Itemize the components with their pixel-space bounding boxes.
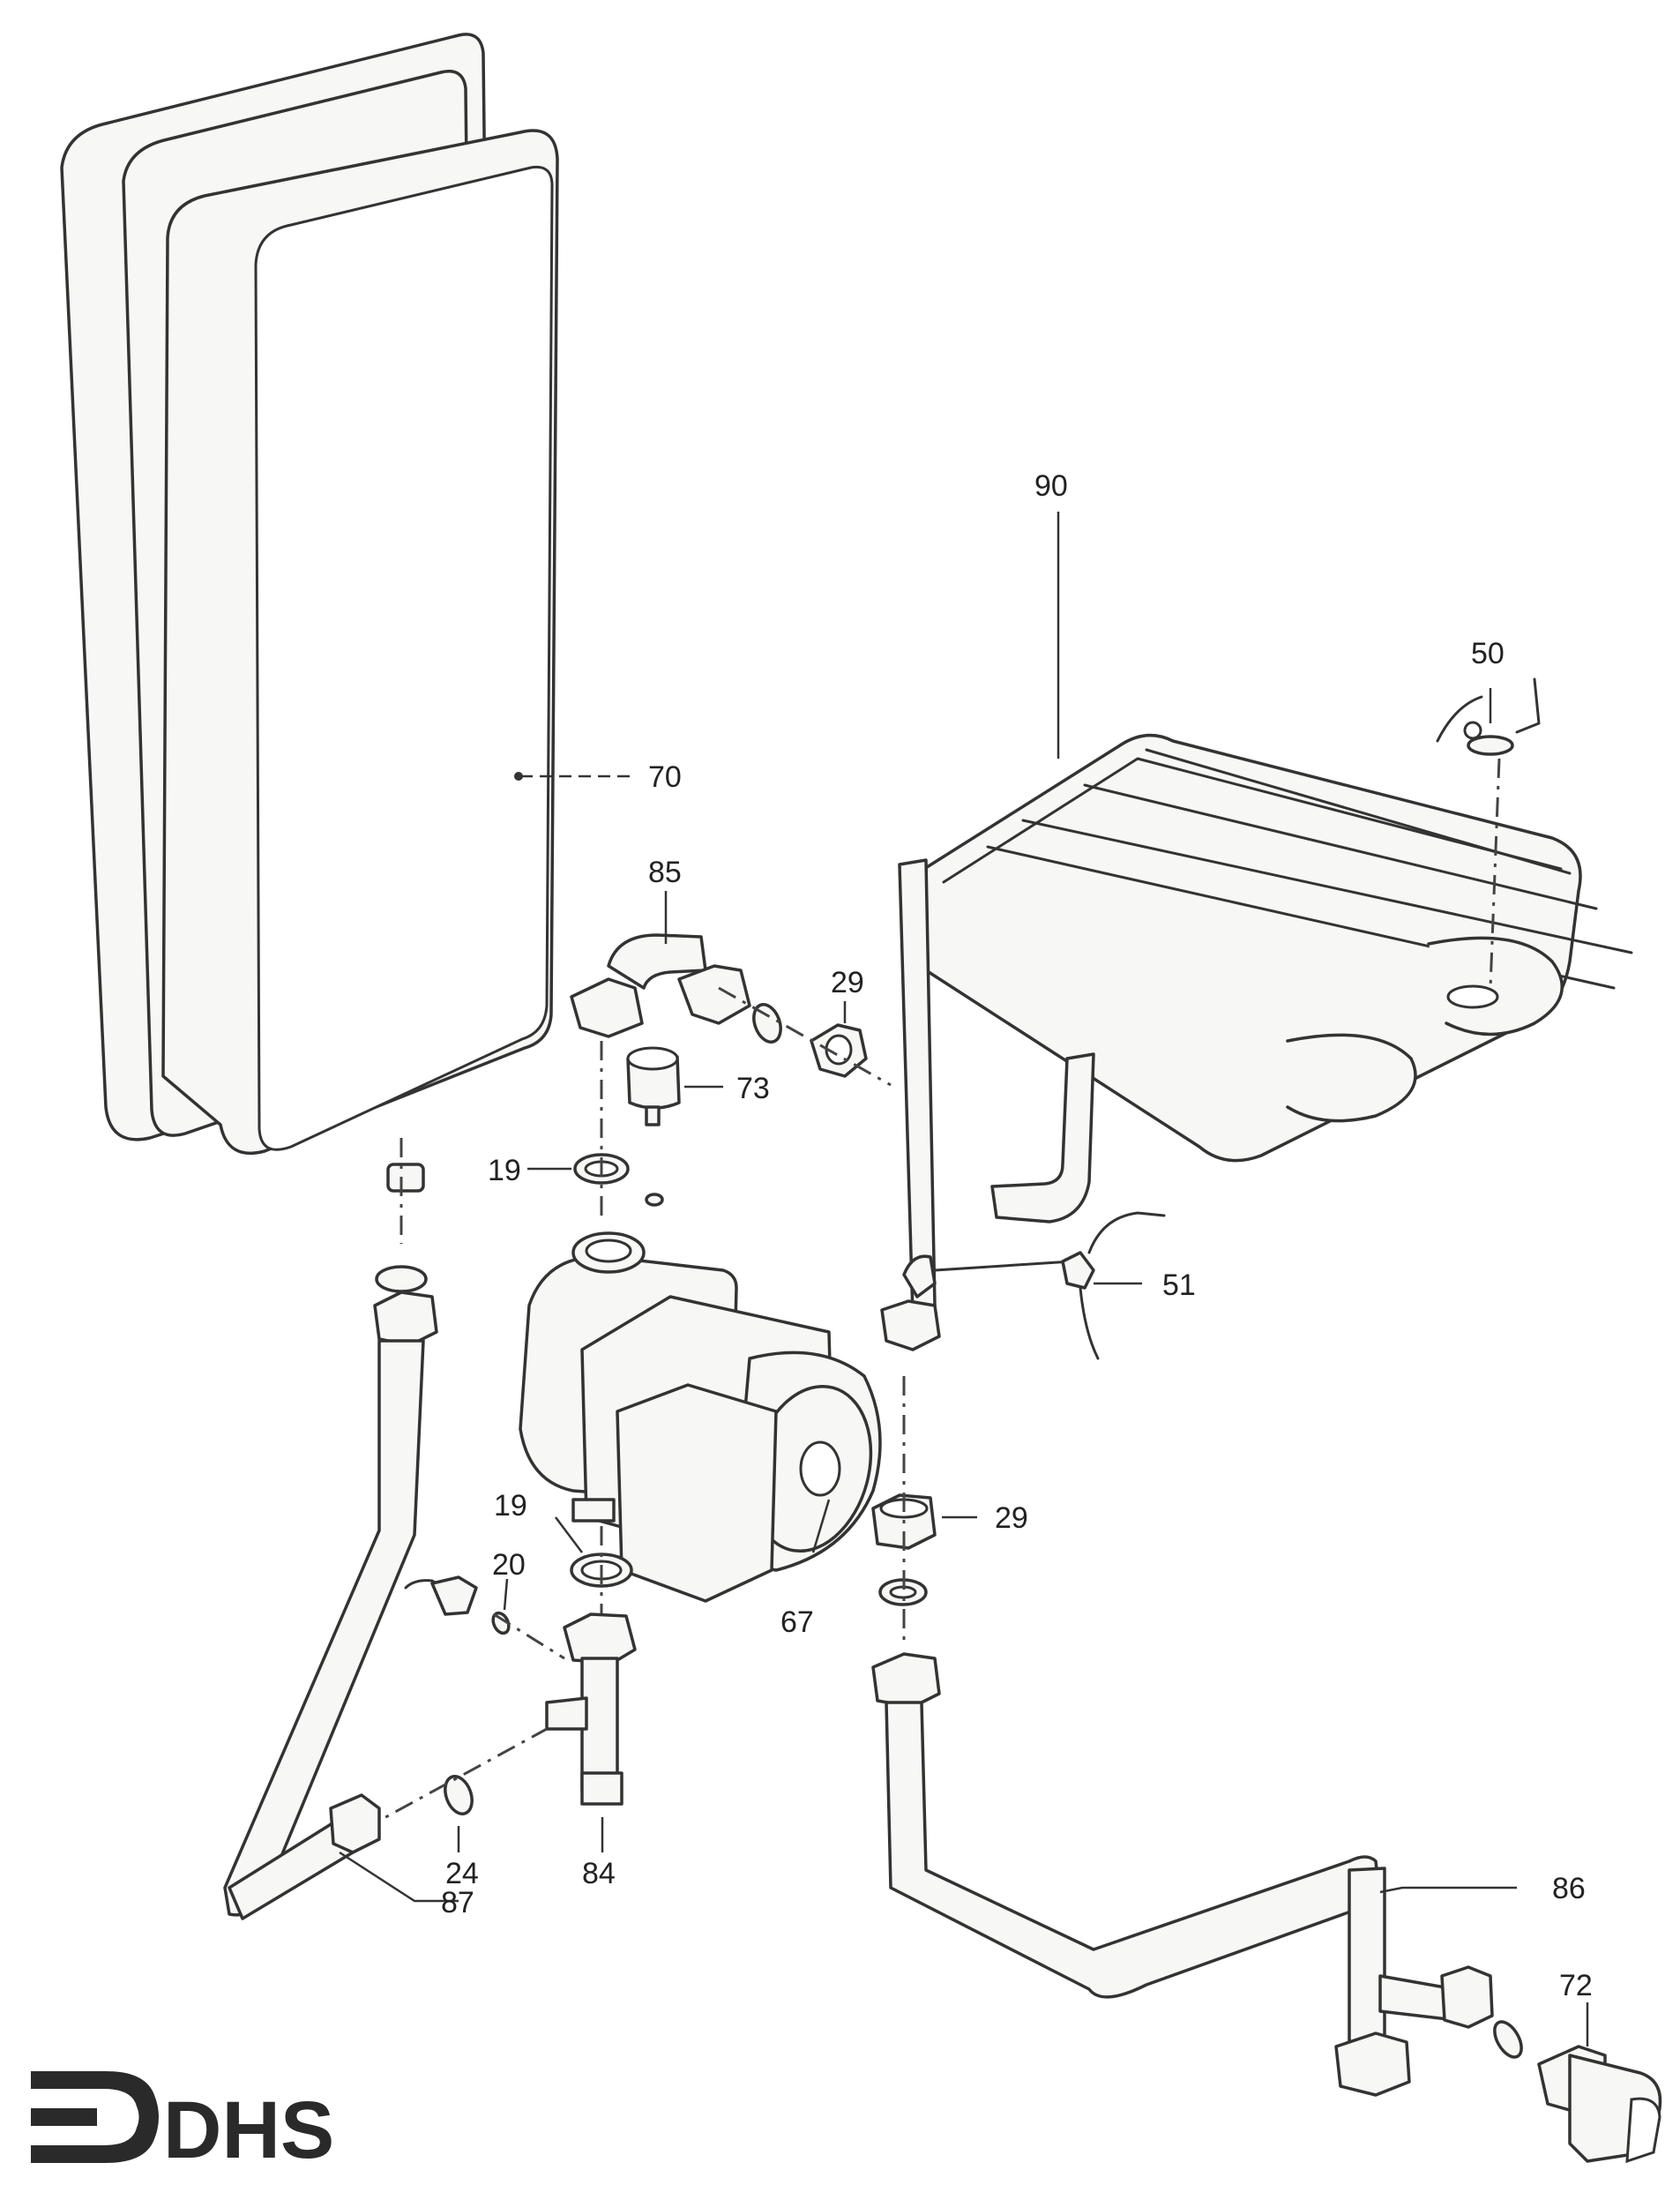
dhs-logo: DHS bbox=[31, 2071, 334, 2175]
valve-72 bbox=[1537, 2002, 1662, 2164]
pipe-86 bbox=[871, 1652, 1523, 2097]
callout-87: 87 bbox=[441, 1886, 474, 1919]
washer-24 bbox=[361, 1727, 548, 1852]
callout-73: 73 bbox=[736, 1072, 770, 1105]
tee-fitting-84 bbox=[545, 1613, 637, 1852]
sensor-20 bbox=[404, 1575, 565, 1660]
callout-20: 20 bbox=[492, 1548, 526, 1582]
callout-90: 90 bbox=[1034, 469, 1068, 503]
elbow-pipe-85 bbox=[570, 933, 751, 1038]
expansion-vessel-70 bbox=[60, 33, 559, 1193]
dhs-logo-text: DHS bbox=[163, 2085, 334, 2175]
gasket-19-upper bbox=[573, 1041, 664, 1217]
callout-84: 84 bbox=[582, 1857, 616, 1890]
callout-24: 24 bbox=[445, 1857, 479, 1890]
gasket-19-lower bbox=[570, 1526, 633, 1614]
callout-19-lower: 19 bbox=[494, 1489, 527, 1523]
leader-70-dot bbox=[514, 772, 523, 781]
leader-19b bbox=[555, 1516, 583, 1553]
nut-29-lower bbox=[871, 1376, 977, 1641]
washer-nut-29-upper bbox=[718, 986, 892, 1087]
heat-exchanger-90 bbox=[898, 733, 1633, 1316]
callout-67: 67 bbox=[780, 1605, 814, 1639]
callout-85: 85 bbox=[648, 856, 682, 889]
callout-50: 50 bbox=[1471, 637, 1505, 670]
pump-67 bbox=[519, 1231, 882, 1603]
sensor-50 bbox=[1436, 677, 1541, 989]
callout-29-upper: 29 bbox=[831, 966, 864, 999]
air-vent-73 bbox=[626, 1046, 723, 1126]
dhs-logo-arrow-icon bbox=[31, 2071, 159, 2163]
sensor-51 bbox=[880, 1211, 1166, 1360]
callout-72: 72 bbox=[1559, 1969, 1593, 2002]
callout-70: 70 bbox=[648, 760, 682, 794]
callout-19-upper: 19 bbox=[488, 1154, 521, 1187]
callout-29-lower: 29 bbox=[995, 1501, 1028, 1535]
callout-51: 51 bbox=[1162, 1268, 1196, 1302]
callout-86: 86 bbox=[1552, 1872, 1586, 1905]
pipe-87 bbox=[223, 1138, 459, 1920]
